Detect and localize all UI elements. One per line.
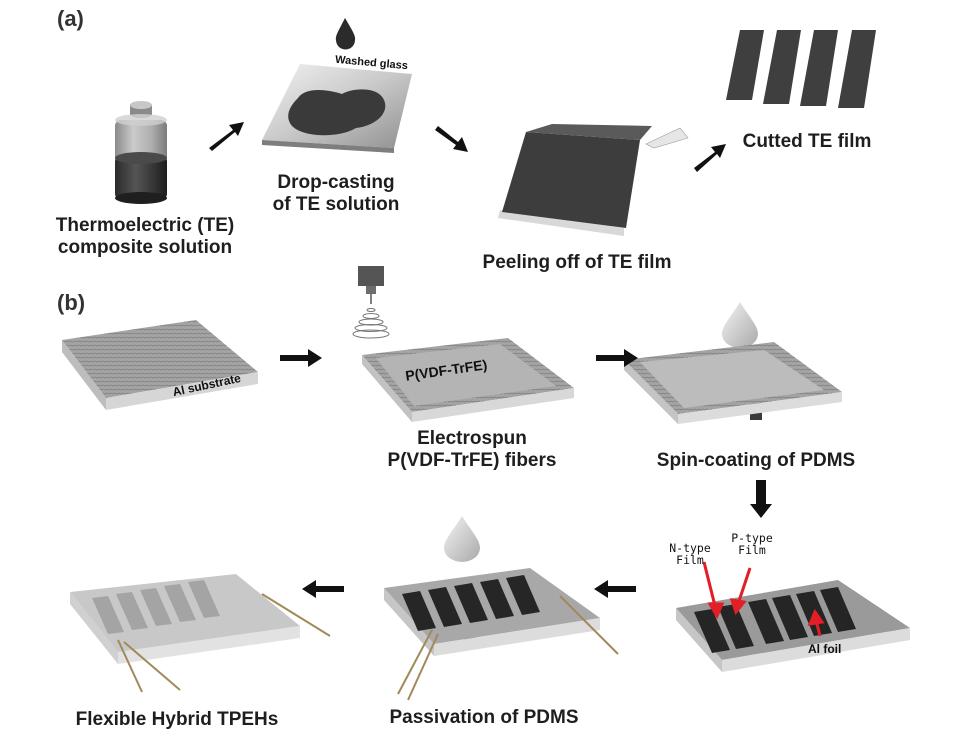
cut-te-strips — [726, 30, 876, 108]
spin-coating-plate — [624, 302, 842, 424]
electrospinning-nozzle-icon — [352, 266, 390, 339]
pvdf-fiber-plate — [362, 338, 574, 422]
step-final-tpeh-label: Flexible Hybrid TPEHs — [75, 709, 279, 730]
panel-a-label: (a) — [57, 6, 84, 31]
al-foil-label: Al foil — [808, 642, 842, 656]
step-passivation-label: Passivation of PDMS — [389, 707, 579, 728]
pdms-droplet-icon — [444, 516, 480, 562]
red-pointer-arrows — [702, 561, 825, 637]
te-solution-bottle — [115, 101, 167, 204]
step-te-solution-label: Thermoelectric (TE)composite solution — [55, 215, 235, 258]
peeled-te-film — [498, 124, 689, 236]
arrow-icon — [280, 349, 772, 598]
al-substrate-plate — [62, 320, 258, 410]
arrow-icon — [209, 122, 726, 172]
washed-glass — [262, 64, 412, 153]
step-peeling-label: Peeling off of TE film — [482, 252, 672, 273]
dark-droplet-icon — [335, 18, 356, 50]
flexible-tpeh-device — [70, 574, 331, 693]
passivation-device — [384, 516, 619, 701]
step-cutted-film-label: Cutted TE film — [742, 131, 872, 152]
panel-b-label: (b) — [57, 290, 86, 315]
pdms-droplet-icon — [722, 302, 758, 348]
step-spin-coating-label: Spin-coating of PDMS — [656, 450, 856, 471]
